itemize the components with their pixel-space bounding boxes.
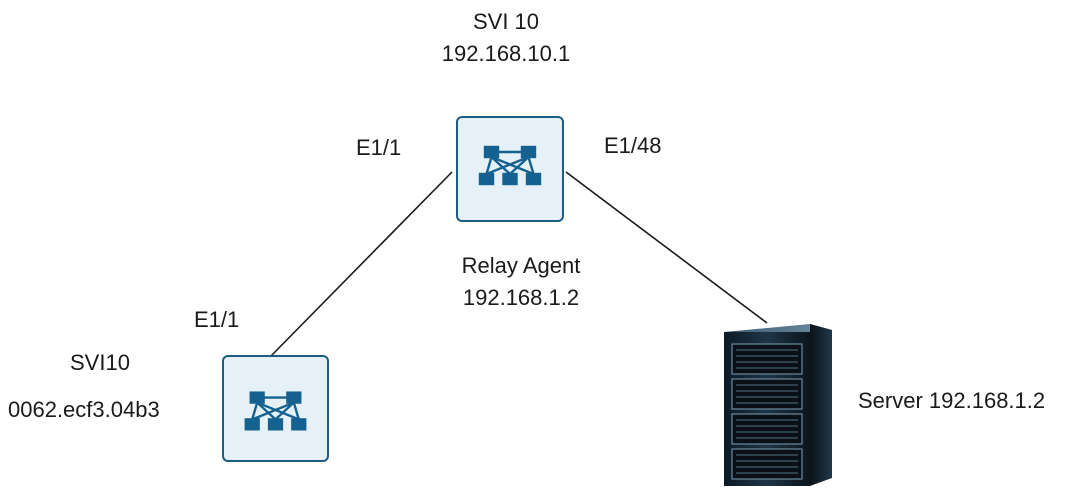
relay-role-label: Relay Agent <box>461 253 581 278</box>
client-switch[interactable] <box>222 355 329 462</box>
client-svi-label: SVI10 <box>70 350 130 375</box>
switch-icon <box>244 391 307 431</box>
server-label: Server 192.168.1.2 <box>858 388 1046 413</box>
server-icon[interactable] <box>716 318 840 490</box>
switch-icon <box>478 145 542 186</box>
client-mac-label: 0062.ecf3.04b3 <box>8 397 160 422</box>
relay-left-port-label: E1/1 <box>356 135 402 160</box>
relay-svi-title: SVI 10 <box>472 9 540 34</box>
relay-svi-ip: 192.168.10.1 <box>441 41 571 66</box>
relay-ip-label: 192.168.1.2 <box>462 285 580 310</box>
relay-right-port-label: E1/48 <box>604 133 662 158</box>
link-relay-to-server <box>565 171 768 324</box>
client-port-label: E1/1 <box>194 307 240 332</box>
relay-switch[interactable] <box>456 116 564 222</box>
link-client-to-relay <box>270 171 453 357</box>
